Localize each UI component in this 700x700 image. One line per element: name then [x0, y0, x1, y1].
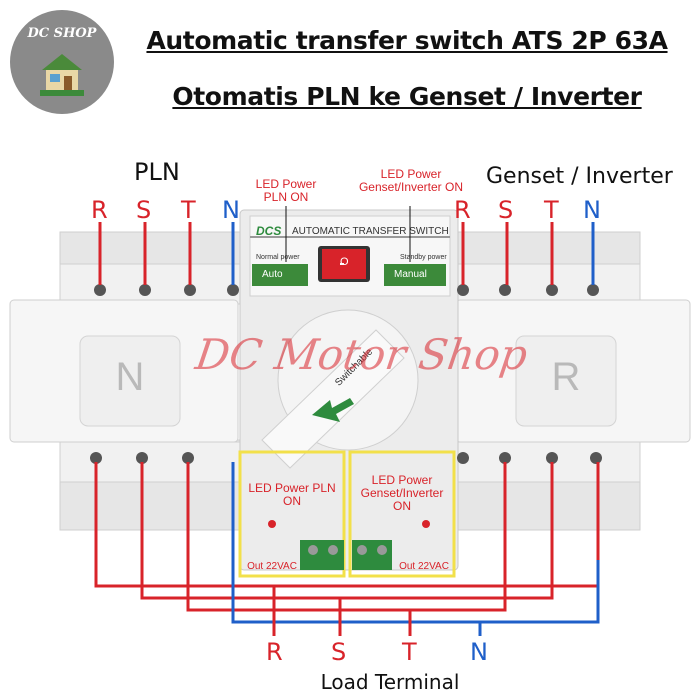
load-terminal-label: Load Terminal	[320, 670, 460, 694]
logo-text: DC SHOP	[27, 26, 97, 41]
led-pln	[268, 520, 276, 528]
top-right-phase-s: S	[498, 196, 514, 224]
top-right-phase-t: T	[544, 196, 559, 224]
switch-handle[interactable]	[261, 329, 405, 469]
shop-logo: DC SHOP	[10, 10, 114, 114]
callout-led-genset-box: LED Power Genset/Inverter ON	[360, 473, 444, 513]
manual-label-bg	[384, 264, 446, 286]
device-name: AUTOMATIC TRANSFER SWITCH	[292, 226, 449, 237]
right-module-panel	[515, 335, 617, 427]
top-left-phase-t: T	[181, 196, 196, 224]
title-line-1: Automatic transfer switch ATS 2P 63A	[146, 26, 668, 55]
title-line-2: Otomatis PLN ke Genset / Inverter	[172, 82, 642, 111]
top-left-phase-r: R	[91, 196, 108, 224]
manual-mode-label: Manual	[394, 269, 427, 280]
top-right-phase-r: R	[454, 196, 471, 224]
top-left-phase-n: N	[222, 196, 240, 224]
callout-led-pln-top: LED Power PLN ON	[255, 177, 317, 204]
rocker-mark: O	[340, 256, 349, 268]
top-left-phase-s: S	[136, 196, 152, 224]
bottom-phase-n: N	[470, 638, 488, 666]
left-module-letter: N	[115, 355, 145, 399]
terminal-block-left	[300, 540, 344, 570]
left-module-panel	[79, 335, 181, 427]
callout-led-genset-top: LED Power Genset/Inverter ON	[358, 167, 464, 194]
led-genset	[422, 520, 430, 528]
arrow-icon	[312, 398, 354, 422]
bottom-phase-r: R	[266, 638, 283, 666]
normal-power-label: Normal power	[256, 254, 300, 261]
top-screws	[94, 284, 599, 296]
auto-label-bg	[252, 264, 308, 286]
callout-out-left: Out 22VAC	[247, 561, 297, 572]
top-left-wires	[98, 222, 235, 285]
bottom-phase-t: T	[402, 638, 417, 666]
pln-label: PLN	[134, 158, 180, 186]
bottom-screws	[90, 452, 602, 464]
genset-label: Genset / Inverter	[486, 164, 673, 189]
bottom-phase-s: S	[331, 638, 347, 666]
right-module-letter: R	[551, 355, 581, 399]
terminal-block-right	[352, 540, 392, 570]
top-right-wires	[461, 222, 595, 285]
callout-box-left	[238, 450, 346, 578]
auto-mode-label: Auto	[262, 269, 283, 280]
callout-led-pln-box: LED Power PLN ON	[248, 481, 336, 508]
standby-power-label: Standby power	[400, 254, 447, 261]
callout-out-right: Out 22VAC	[399, 561, 449, 572]
device-brand: DCS	[256, 224, 282, 238]
watermark: DC Motor Shop	[192, 330, 531, 379]
house-icon	[40, 54, 84, 96]
top-right-phase-n: N	[583, 196, 601, 224]
output-wires	[94, 462, 600, 636]
callout-box-right	[348, 450, 456, 578]
